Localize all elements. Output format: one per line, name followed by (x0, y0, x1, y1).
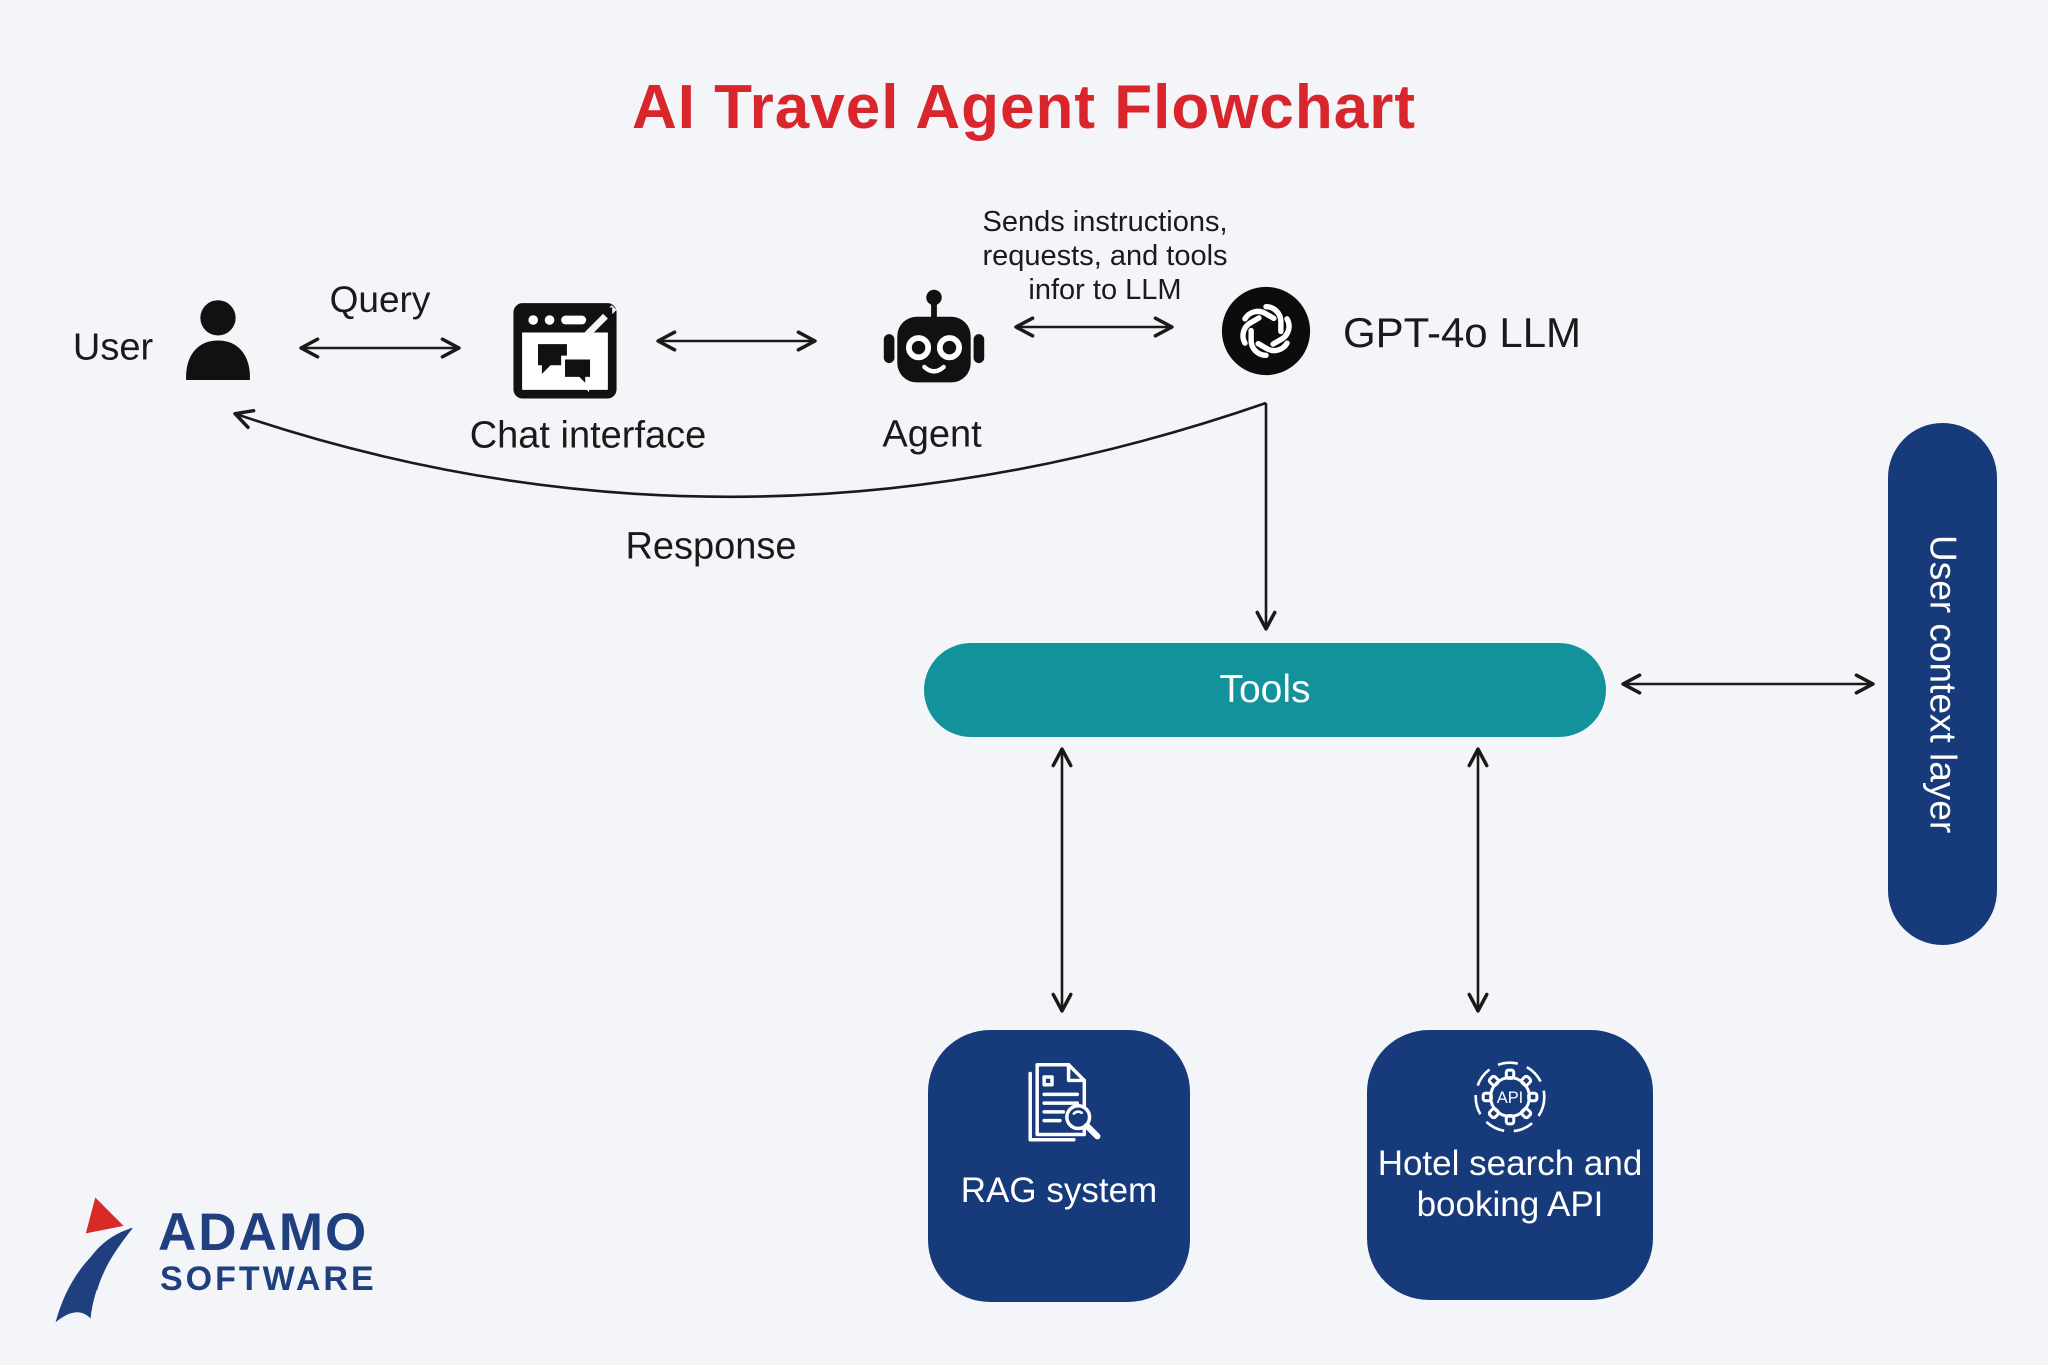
user-icon (176, 296, 260, 380)
hotel-api-label-line2: booking API (1416, 1185, 1604, 1224)
chat-interface-icon (512, 294, 618, 400)
rag-system-label: RAG system (960, 1171, 1158, 1210)
user-label: User (72, 326, 154, 369)
api-icon-text: API (1497, 1089, 1523, 1107)
response-arrow (233, 401, 1267, 499)
rag-system-node: RAG system (928, 1030, 1190, 1302)
hotel-api-node: API Hotel search and booking API (1367, 1030, 1653, 1300)
agent-label: Agent (882, 413, 982, 456)
adamo-logo-subname: SOFTWARE (160, 1260, 377, 1298)
rag-document-search-icon (1011, 1056, 1107, 1152)
response-label: Response (625, 525, 797, 568)
adamo-logo-name: ADAMO (158, 1203, 369, 1262)
tools-node: Tools (924, 643, 1606, 737)
chat-interface-label: Chat interface (469, 414, 707, 457)
adamo-logo: ADAMO SOFTWARE (48, 1186, 468, 1326)
user-context-layer-node: User context layer (1888, 423, 1997, 945)
tools-label: Tools (1219, 668, 1311, 711)
llm-note: Sends instructions, requests, and tools … (982, 206, 1228, 306)
hotel-api-label-line1: Hotel search and (1377, 1144, 1643, 1183)
user-context-layer-label: User context layer (1922, 534, 1964, 834)
openai-logo-icon (1221, 286, 1311, 376)
adamo-logo-mark (48, 1190, 152, 1326)
api-gear-icon: API (1469, 1056, 1551, 1138)
gpt-llm-label: GPT-4o LLM (1342, 309, 1582, 356)
query-label: Query (329, 279, 431, 320)
page-title: AI Travel Agent Flowchart (631, 73, 1417, 142)
robot-agent-icon (878, 286, 990, 390)
